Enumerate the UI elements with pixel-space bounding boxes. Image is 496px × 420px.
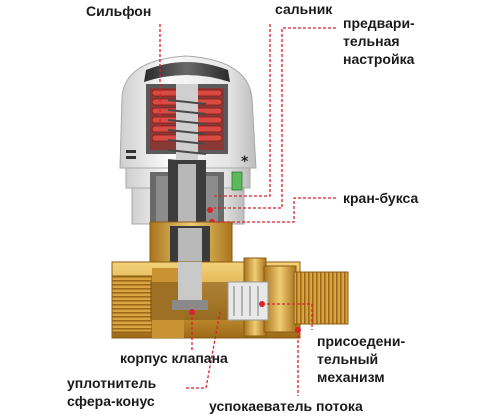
label-preset: предвари- тельная настройка <box>343 15 415 67</box>
leader-connector <box>262 303 313 330</box>
label-valve-body: корпус клапана <box>120 350 228 366</box>
label-connector: присоедени- тельный механизм <box>317 333 406 385</box>
label-crane-box: кран-букса <box>343 190 419 206</box>
valve-body <box>111 221 349 339</box>
leader-gland <box>212 24 271 197</box>
leader-lines <box>159 24 336 396</box>
label-flow-damper: успокаеватель потока <box>209 398 363 414</box>
flow-damper-ribs <box>233 286 259 316</box>
svg-text:*: * <box>241 154 249 170</box>
label-gland: сальник <box>275 1 333 17</box>
label-seal: уплотнитель сфера-конус <box>67 375 157 409</box>
thermostat-head: * <box>119 55 257 170</box>
leader-crane-box <box>214 197 336 223</box>
leader-seal <box>186 311 221 389</box>
label-bellows: Сильфон <box>86 3 152 19</box>
leader-preset <box>214 27 336 209</box>
